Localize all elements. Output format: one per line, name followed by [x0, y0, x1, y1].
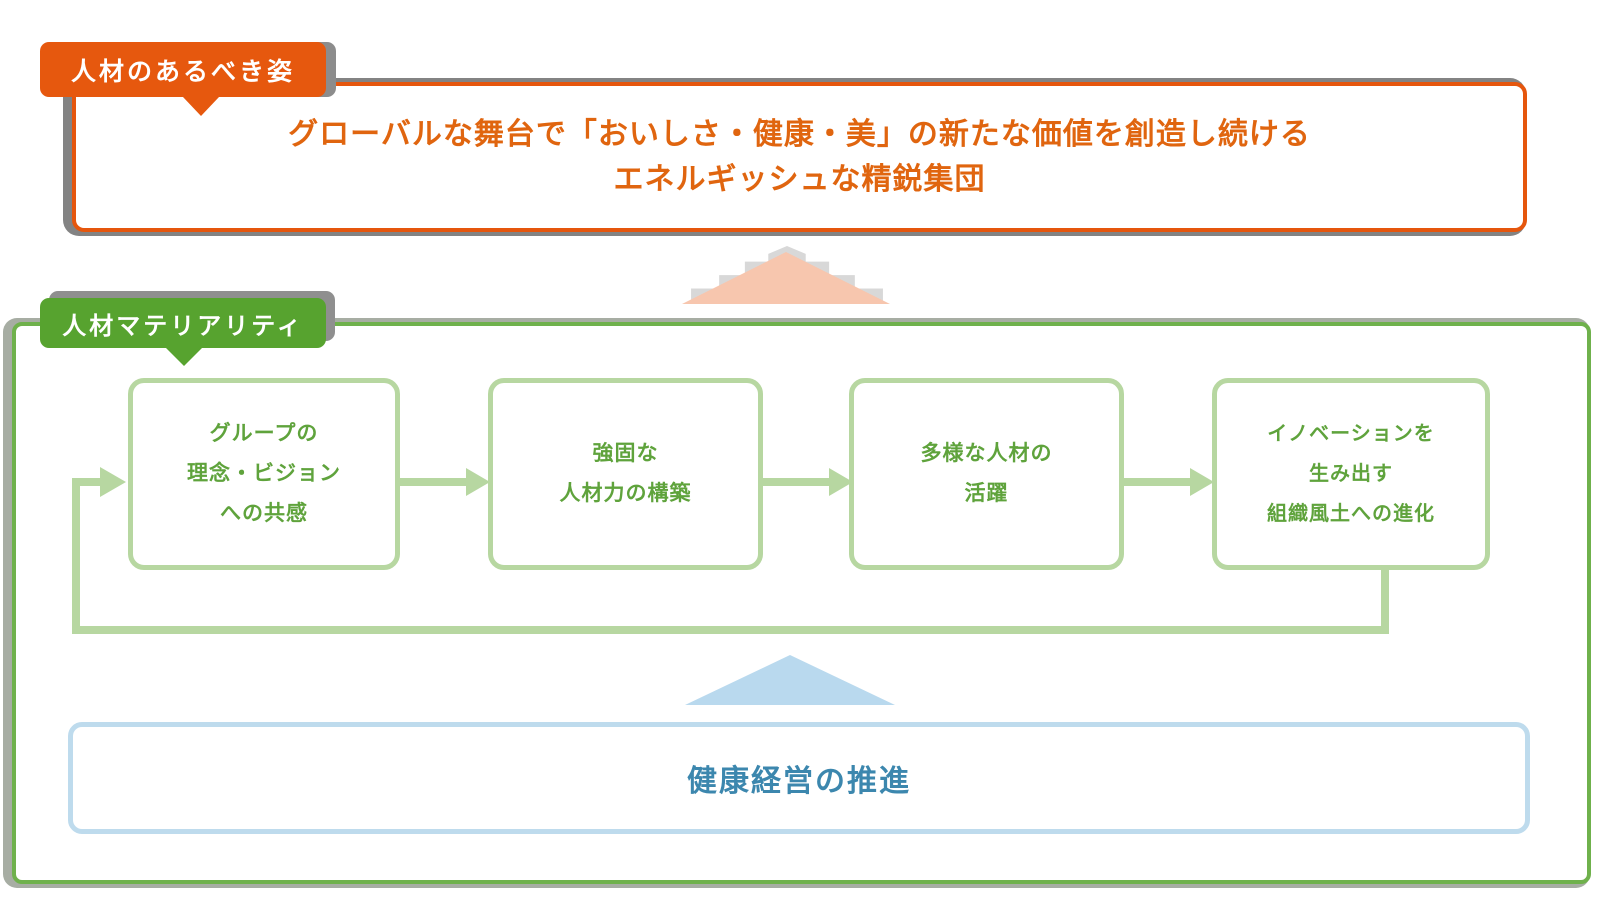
arrow-head: [466, 468, 490, 496]
flow-step-box-4: イノベーションを 生み出す 組織風土への進化: [1212, 378, 1490, 570]
flow-step-3-label: 多様な人材の 活躍: [920, 442, 1053, 505]
flow-arrow-2-icon: [761, 468, 853, 496]
materiality-tab-label: 人材マテリアリティ: [62, 312, 304, 340]
loop-line-left: [72, 478, 80, 634]
flow-step-box-2: 強固な 人材力の構築: [488, 378, 763, 570]
materiality-tab: 人材マテリアリティ: [40, 298, 326, 366]
flow-arrow-3-icon: [1122, 468, 1214, 496]
ideal-state-tab: 人材のあるべき姿: [40, 42, 326, 116]
ideal-state-statement-line2: エネルギッシュな精鋭集団: [613, 163, 986, 196]
health-management-label: 健康経営の推進: [687, 765, 911, 798]
flow-arrow-1-icon: [398, 468, 490, 496]
flow-step-4-label: イノベーションを 生み出す 組織風土への進化: [1267, 423, 1435, 525]
arrow-head: [1190, 468, 1214, 496]
up-arrow-salmon-icon: [682, 252, 890, 304]
arrow-shaft: [1122, 478, 1192, 486]
loop-arrowhead-icon: [100, 467, 126, 497]
arrow-shaft: [761, 478, 831, 486]
loop-line-down: [1381, 570, 1389, 634]
loop-line-bottom: [72, 626, 1389, 634]
flow-step-1-label: グループの 理念・ビジョン への共感: [187, 422, 341, 525]
ideal-state-box: グローバルな舞台で「おいしさ・健康・美」の新たな価値を創造し続ける エネルギッシ…: [72, 82, 1527, 232]
ideal-state-statement-line1: グローバルな舞台で「おいしさ・健康・美」の新たな価値を創造し続ける: [288, 118, 1311, 151]
ideal-state-tab-label: 人材のあるべき姿: [70, 57, 295, 86]
flow-step-box-1: グループの 理念・ビジョン への共感: [128, 378, 400, 570]
health-management-box: 健康経営の推進: [68, 722, 1530, 834]
arrow-shaft: [398, 478, 468, 486]
loop-line-stub: [72, 478, 104, 486]
flow-step-2-label: 強固な 人材力の構築: [559, 442, 692, 505]
flow-step-box-3: 多様な人材の 活躍: [849, 378, 1124, 570]
